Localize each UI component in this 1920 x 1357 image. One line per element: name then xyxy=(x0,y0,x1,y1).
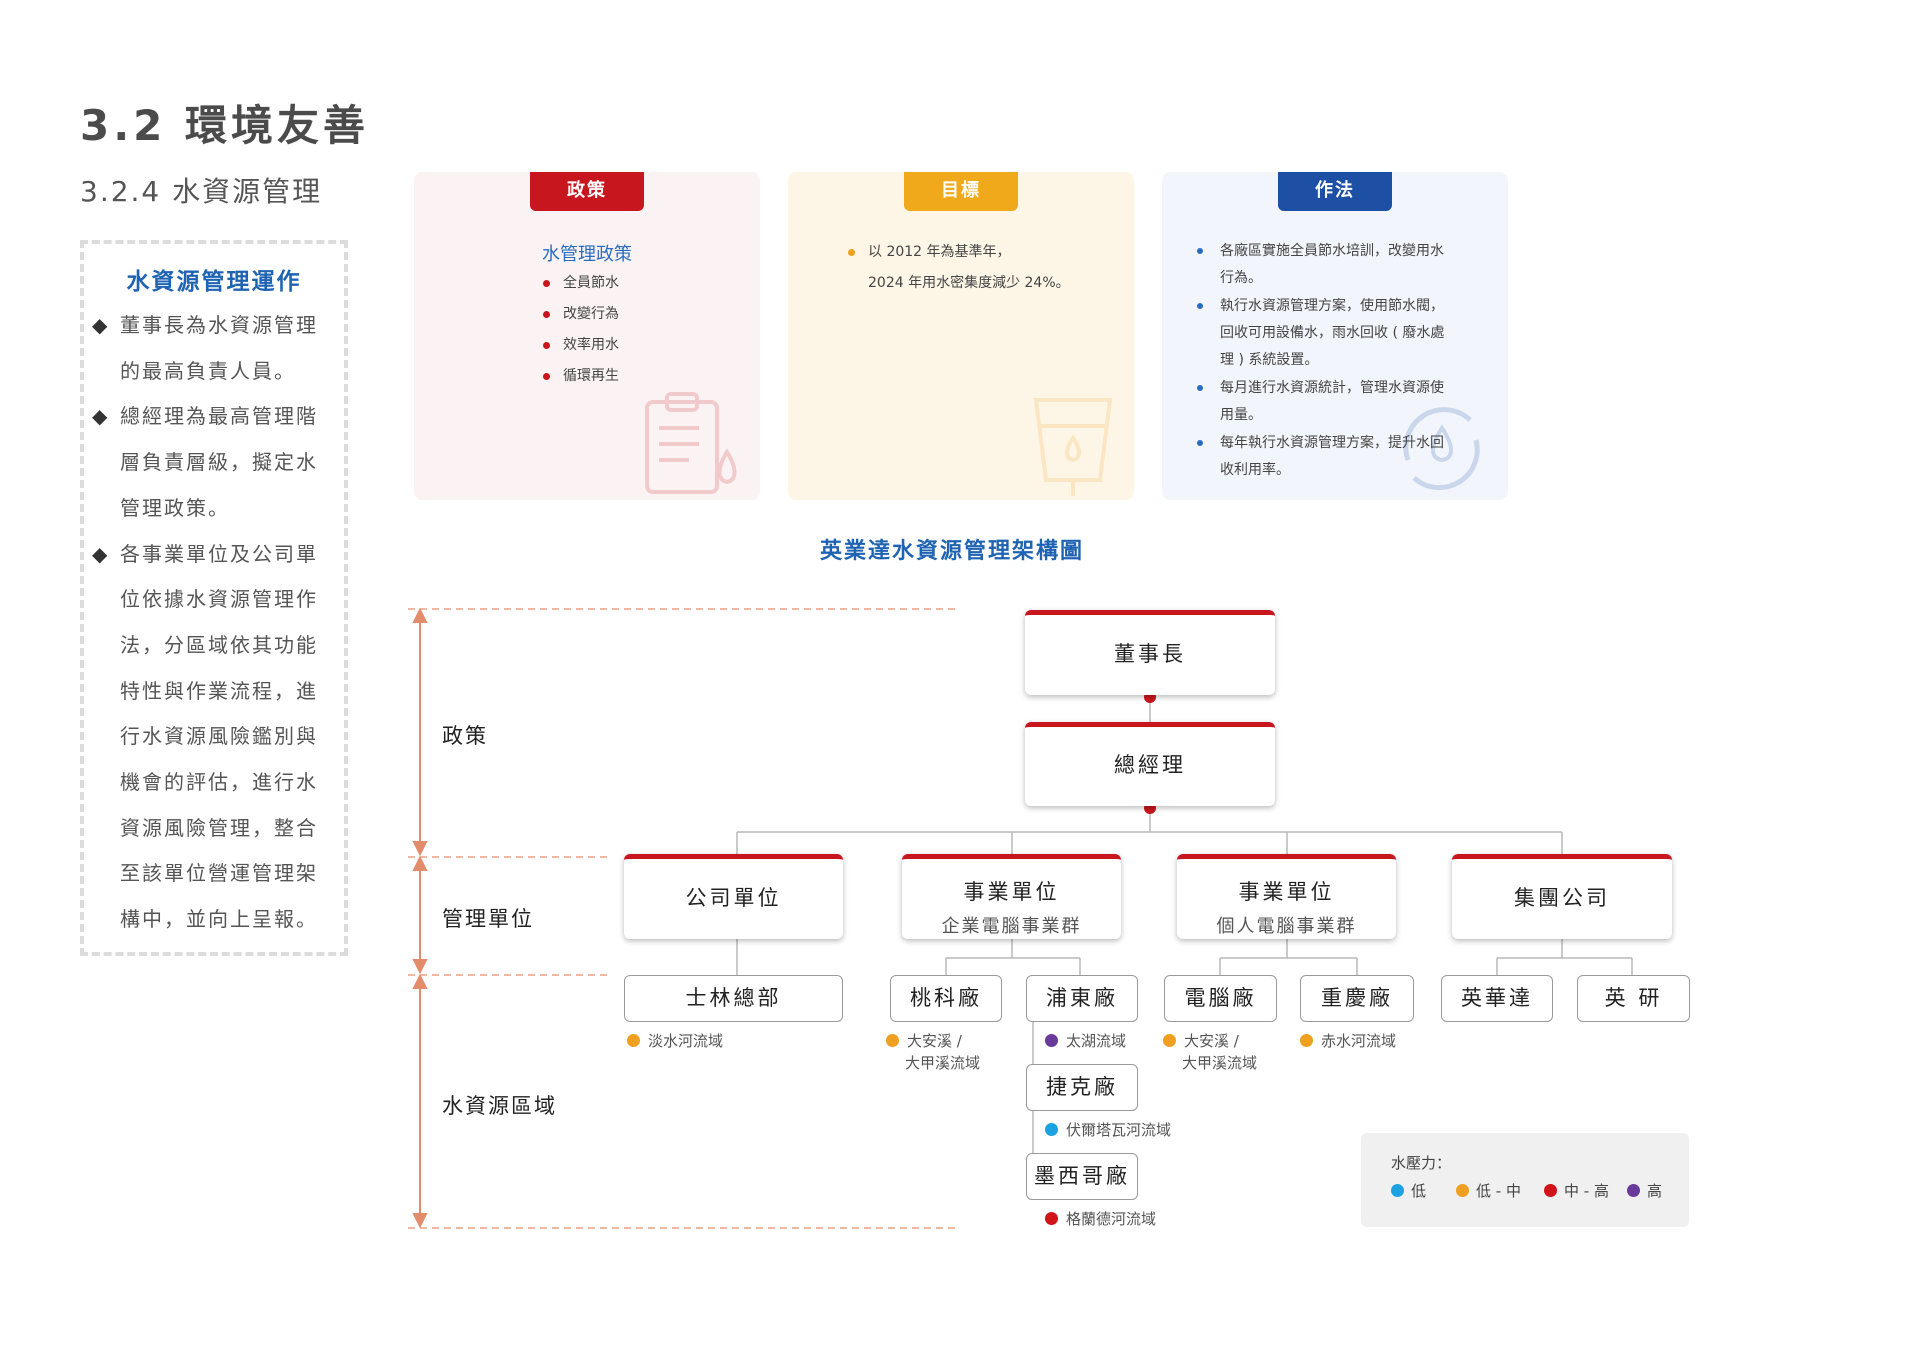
region-pc: 大安溪 / 大甲溪流域 xyxy=(1163,1030,1257,1074)
stress-dot xyxy=(1045,1212,1058,1225)
node-president: 總經理 xyxy=(1025,722,1275,806)
list-item: 執行水資源管理方案，使用節水閥，回收可用設備水，雨水回收 ( 廢水處理 ) 系統… xyxy=(1193,293,1493,374)
region-mexico: 格蘭德河流域 xyxy=(1045,1208,1156,1230)
diamond-icon: ◆ xyxy=(92,313,110,337)
node-unit-pc: 事業單位 個人電腦事業群 xyxy=(1177,854,1396,939)
region-pudong: 太湖流域 xyxy=(1045,1030,1126,1052)
stress-dot xyxy=(1045,1034,1058,1047)
legend-item-low-mid: 低 - 中 xyxy=(1456,1180,1521,1201)
tab-policy: 政策 xyxy=(530,172,644,211)
region-taoke: 大安溪 / 大甲溪流域 xyxy=(886,1030,980,1074)
node-site-pudong: 浦東廠 xyxy=(1026,975,1138,1022)
goal-card xyxy=(788,172,1134,500)
legend-item-high: 高 xyxy=(1627,1180,1662,1201)
operation-title: 水資源管理運作 xyxy=(126,269,302,295)
list-item: 每年執行水資源管理方案，提升水回收利用率。 xyxy=(1193,430,1493,484)
list-item: ◆ 各事業單位及公司單 位依據水資源管理作 法，分區域依其功能 特性與作業流程，… xyxy=(92,532,338,943)
clipboard-water-icon xyxy=(645,392,737,494)
method-list: 各廠區實施全員節水培訓，改變用水行為。 執行水資源管理方案，使用節水閥，回收可用… xyxy=(1193,238,1493,485)
method-card xyxy=(1162,172,1508,500)
node-site-shilin: 士林總部 xyxy=(624,975,843,1022)
tab-goal: 目標 xyxy=(904,172,1018,211)
tab-method: 作法 xyxy=(1278,172,1392,211)
legend-item-low: 低 xyxy=(1391,1180,1426,1201)
stress-dot xyxy=(1163,1034,1176,1047)
region-chongqing: 赤水河流域 xyxy=(1300,1030,1396,1052)
stress-dot xyxy=(627,1034,640,1047)
node-site-chongqing: 重慶廠 xyxy=(1300,975,1414,1022)
stress-dot xyxy=(886,1034,899,1047)
list-item: 每月進行水資源統計，管理水資源使用量。 xyxy=(1193,375,1493,429)
list-item: 效率用水 xyxy=(541,330,741,361)
operation-box xyxy=(80,240,348,956)
policy-card xyxy=(414,172,760,500)
water-cup-icon xyxy=(1033,398,1113,496)
diamond-icon: ◆ xyxy=(92,541,110,566)
stress-dot xyxy=(1300,1034,1313,1047)
node-site-czech: 捷克廠 xyxy=(1026,1064,1138,1111)
list-item: 各廠區實施全員節水培訓，改變用水行為。 xyxy=(1193,238,1493,292)
legend-title: 水壓力： xyxy=(1391,1154,1452,1172)
recycle-water-icon xyxy=(1403,407,1480,491)
list-item: 全員節水 xyxy=(541,268,741,299)
node-chairman: 董事長 xyxy=(1025,610,1275,695)
list-item: 改變行為 xyxy=(541,299,741,330)
goal-list: 以 2012 年為基準年， 2024 年用水密集度減少 24%。 xyxy=(846,237,1146,299)
list-item: 以 2012 年為基準年， xyxy=(846,237,1146,268)
list-item-continuation: 2024 年用水密集度減少 24%。 xyxy=(868,275,1070,291)
legend-item-mid-high: 中 - 高 xyxy=(1544,1180,1609,1201)
level-water-region: 水資源區域 xyxy=(442,1094,557,1118)
page-title: 3.2 環境友善 xyxy=(80,101,370,150)
node-unit-corporate: 公司單位 xyxy=(624,854,843,939)
list-item: ◆ 董事長為水資源管理 的最高負責人員。 xyxy=(92,303,338,394)
node-unit-group: 集團公司 xyxy=(1452,854,1672,939)
node-unit-enterprise: 事業單位 企業電腦事業群 xyxy=(902,854,1121,939)
policy-heading: 水管理政策 xyxy=(542,244,632,265)
node-site-mexico: 墨西哥廠 xyxy=(1026,1153,1138,1200)
org-chart-title: 英業達水資源管理架構圖 xyxy=(820,539,1085,564)
region-czech: 伏爾塔瓦河流域 xyxy=(1045,1119,1171,1141)
stress-dot xyxy=(1045,1123,1058,1136)
policy-list: 全員節水 改變行為 效率用水 循環再生 xyxy=(541,268,741,392)
node-site-yingyan: 英 研 xyxy=(1577,975,1690,1022)
node-site-pc: 電腦廠 xyxy=(1164,975,1277,1022)
node-site-taoke: 桃科廠 xyxy=(890,975,1002,1022)
list-item: ◆ 總經理為最高管理階 層負責層級，擬定水 管理政策。 xyxy=(92,394,338,531)
operation-list: ◆ 董事長為水資源管理 的最高負責人員。 ◆ 總經理為最高管理階 層負責層級，擬… xyxy=(92,303,338,943)
node-site-inventec: 英華達 xyxy=(1441,975,1553,1022)
diamond-icon: ◆ xyxy=(92,404,110,429)
water-stress-legend xyxy=(1361,1133,1689,1227)
list-item: 循環再生 xyxy=(541,361,741,392)
region-shilin: 淡水河流域 xyxy=(627,1030,723,1052)
level-policy: 政策 xyxy=(442,724,488,748)
level-management-unit: 管理單位 xyxy=(442,907,534,931)
section-subtitle: 3.2.4 水資源管理 xyxy=(80,175,323,208)
